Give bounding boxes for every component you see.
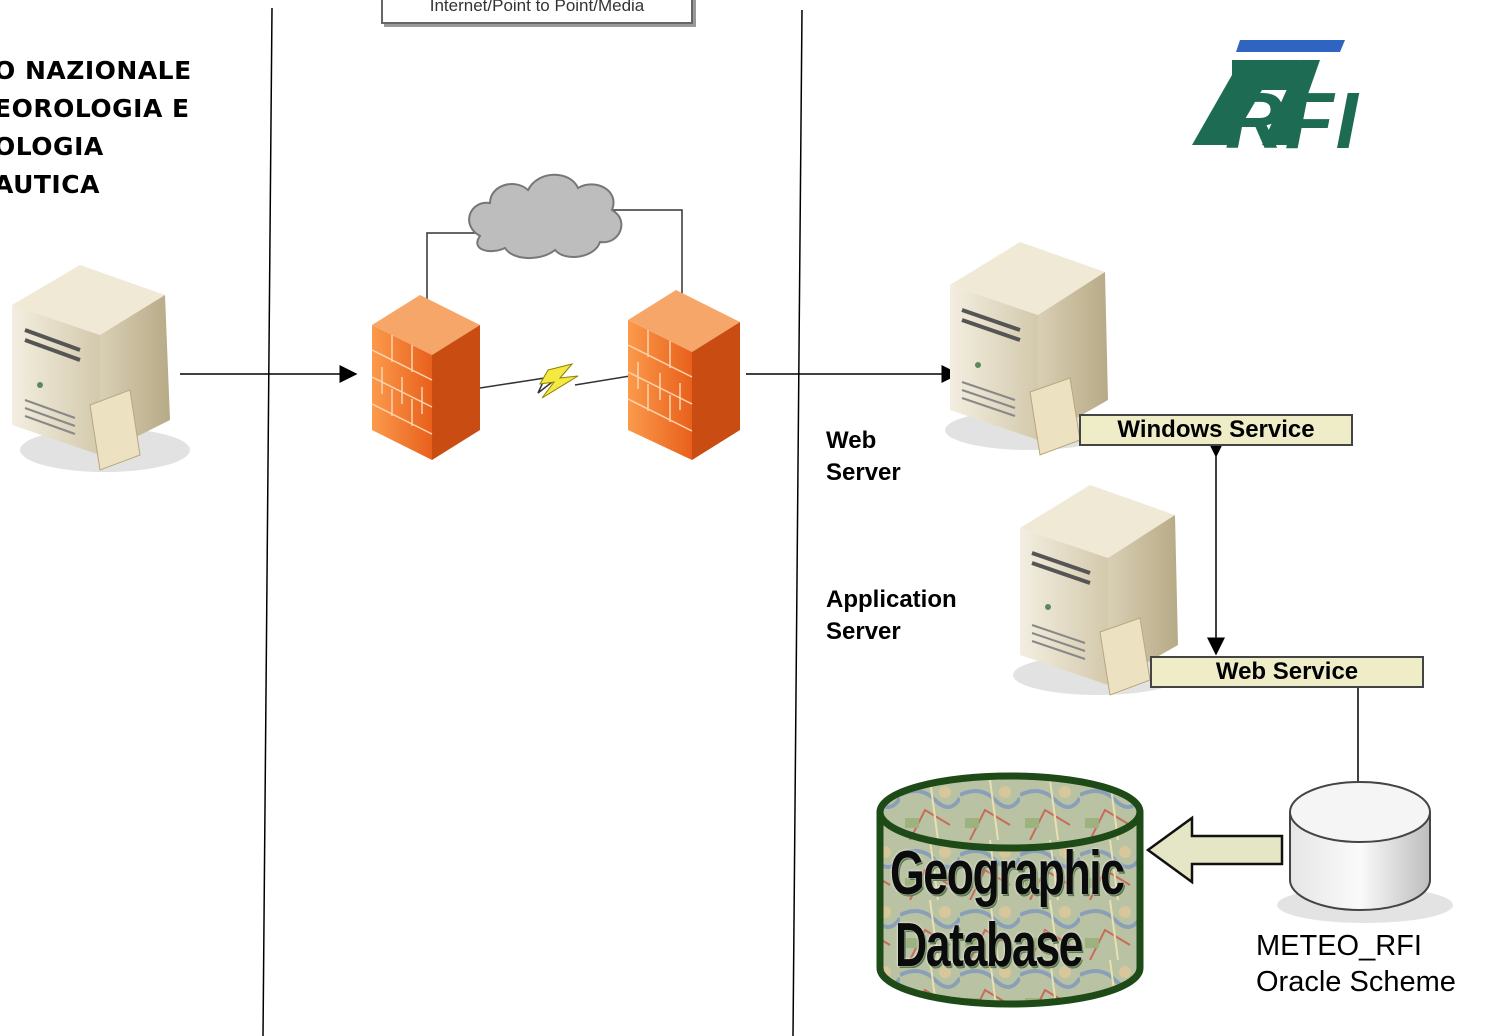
transfer-arrow-icon — [1145, 815, 1284, 885]
client-server-icon — [12, 265, 190, 472]
label-line: Web — [826, 427, 877, 454]
rfi-logo-text: RFI — [1225, 76, 1360, 165]
web-service-box: Web Service — [1150, 656, 1424, 688]
web-server-label: Web Server — [826, 425, 901, 489]
oracle-scheme-label: METEO_RFI Oracle Scheme — [1256, 928, 1456, 1000]
windows-service-box: Windows Service — [1079, 414, 1353, 446]
firewall-right-icon — [627, 290, 740, 460]
application-server-label: Application Server — [826, 584, 957, 648]
web-server-icon — [945, 242, 1115, 456]
cloud-icon — [468, 173, 623, 259]
organization-name: O NAZIONALE EOROLOGIA E OLOGIA AUTICA — [0, 52, 192, 204]
label-line: METEO_RFI — [1256, 930, 1422, 962]
label-line: Oracle Scheme — [1256, 966, 1456, 998]
geographic-label-line2: Database — [895, 911, 1083, 980]
organization-line: EOROLOGIA E — [0, 94, 190, 123]
firewall-left-icon — [371, 295, 480, 460]
oracle-database-icon — [1277, 781, 1453, 923]
lightning-icon — [539, 363, 579, 399]
organization-line: O NAZIONALE — [0, 56, 192, 85]
application-server-icon — [1013, 485, 1183, 696]
cloud-link — [426, 209, 683, 300]
organization-line: OLOGIA — [0, 132, 104, 161]
zone-divider-right — [792, 9, 803, 1036]
label-line: Server — [826, 618, 901, 645]
label-line: Server — [826, 459, 901, 486]
rfi-logo-icon — [1192, 40, 1345, 145]
label-line: Application — [826, 586, 957, 613]
zone-divider-left — [262, 7, 273, 1036]
geographic-database-icon — [876, 772, 1144, 1008]
geographic-label-line1: Geographic — [890, 839, 1125, 908]
network-label: Internet/Point to Point/Media — [381, 0, 693, 24]
organization-line: AUTICA — [0, 170, 100, 199]
